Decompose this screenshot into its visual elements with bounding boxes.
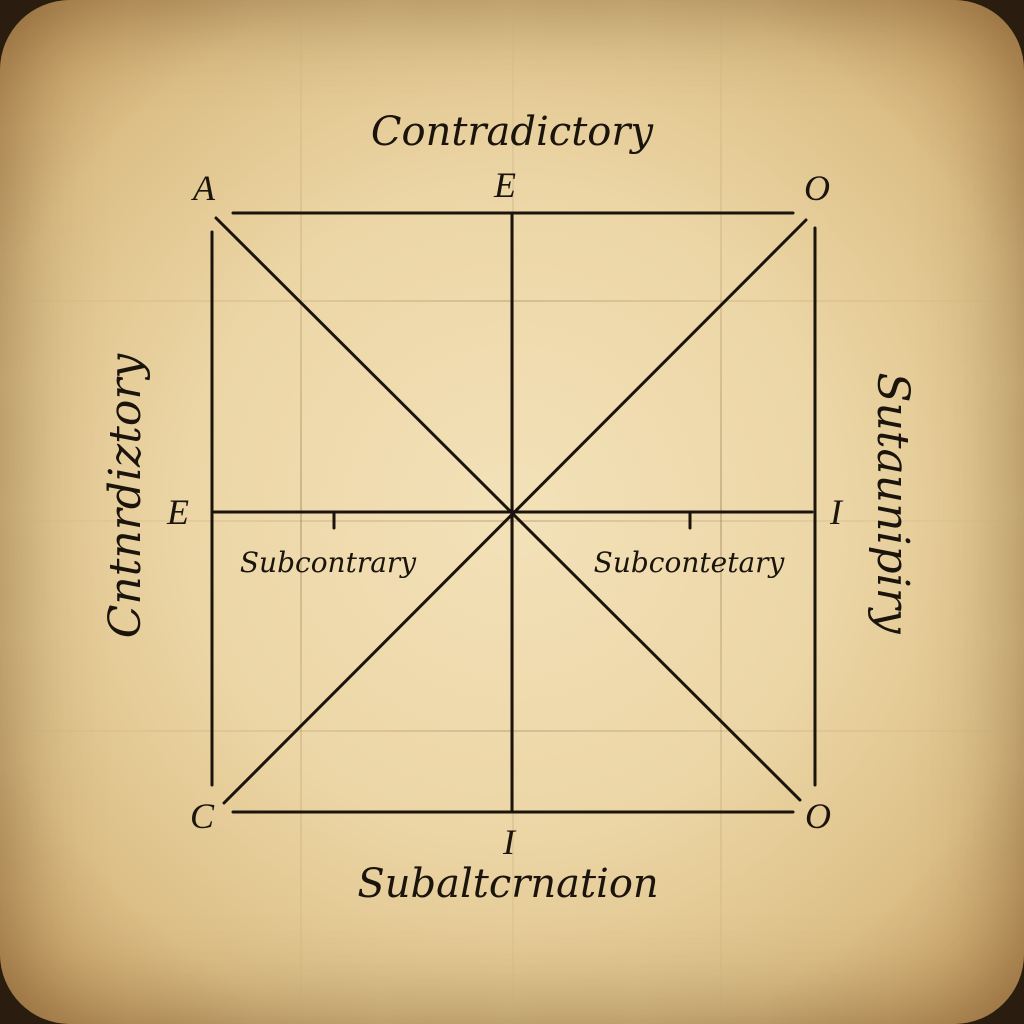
- corner-label-mid-left: E: [166, 492, 189, 532]
- label-inner-right: Subcontetary: [594, 546, 786, 579]
- diagonal-o-to-c: [222, 218, 808, 805]
- diagonal-a-to-o: [214, 216, 802, 802]
- label-bottom: Subaltcrnation: [357, 861, 658, 907]
- corner-label-bottom-right: O: [805, 796, 831, 836]
- corner-label-top-left: A: [191, 168, 216, 208]
- label-right: Sutaunipiry: [867, 372, 918, 634]
- corner-label-top-mid: E: [493, 165, 516, 205]
- corner-label-bottom-left: C: [190, 796, 215, 836]
- corner-label-bottom-mid: I: [502, 822, 517, 862]
- corner-label-top-right: O: [804, 168, 830, 208]
- label-inner-left: Subcontrary: [240, 546, 417, 579]
- corner-label-mid-right: I: [829, 492, 844, 532]
- label-top: Contradictory: [371, 109, 655, 155]
- label-left: Cntnrdiztory: [100, 353, 151, 639]
